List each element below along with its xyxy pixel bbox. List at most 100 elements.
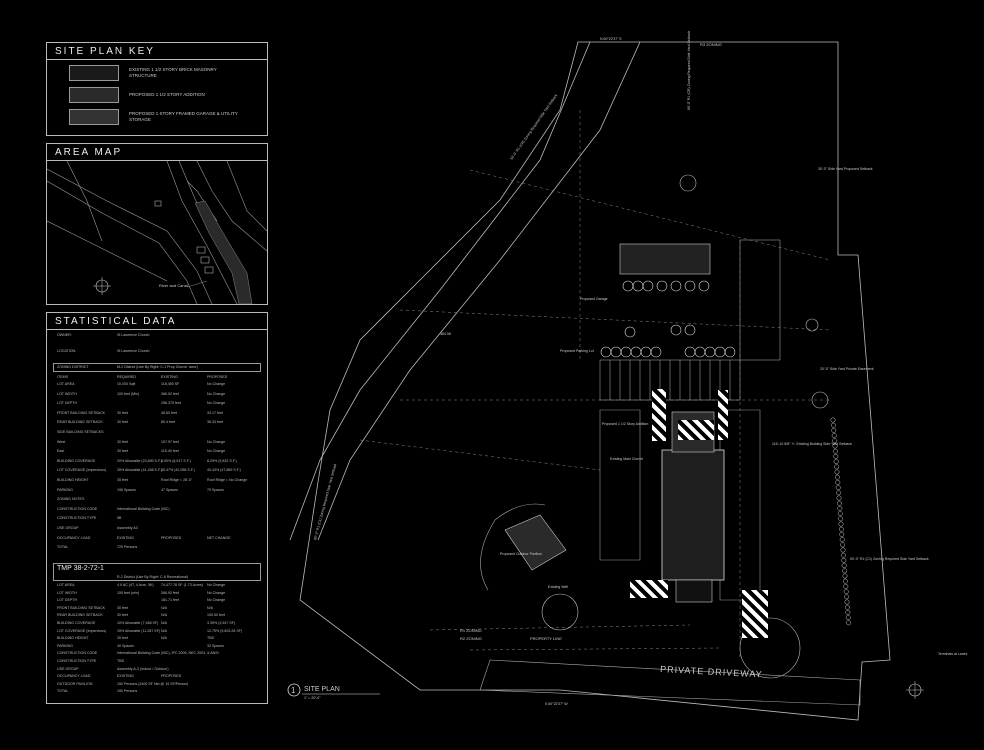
- dim-top-label: N 60°22'37" E: [600, 37, 622, 41]
- col-items: ITEMS: [57, 375, 68, 379]
- stat-cell-item: PARKING: [57, 643, 73, 648]
- outdoor-pavilion: [504, 514, 567, 571]
- shrub-icon: [838, 526, 844, 532]
- stat-cell-req: 35 feet: [117, 478, 128, 482]
- shrub-icon: [834, 469, 840, 475]
- note-addition: Proposed 1 1/2 Story Addition: [602, 422, 648, 426]
- stat-cell-item: LOT WIDTH: [57, 590, 77, 595]
- tree-icon: [670, 280, 682, 292]
- shrub-icon: [835, 479, 841, 485]
- shrub-icon: [831, 433, 837, 439]
- parking-lot-east: [739, 239, 781, 361]
- key-label-garage: PROPOSED 1 STORY FRAMED GARAGE & UTILITY…: [129, 111, 238, 122]
- shrub-icon: [833, 453, 839, 459]
- setback-line-3: [359, 439, 601, 471]
- stat-cell-ex: 46.60 feet: [161, 410, 177, 415]
- site-plan-key-title: SITE PLAN KEY: [47, 43, 267, 60]
- tmp-box: [53, 563, 261, 581]
- r3-zoning-label: R3 ZONING: [700, 42, 722, 47]
- tree-icon: [610, 346, 622, 358]
- stat-cell-req: 15% Allowable (11,287 SF): [117, 628, 161, 633]
- stat-cell-ex: N/A: [161, 636, 167, 641]
- key-label-addition: PROPOSED 1 1/2 STORY ADDITION: [129, 92, 205, 97]
- site-plan-key-panel: SITE PLAN KEY EXISTING 1 1/2 STORY BRICK…: [46, 42, 268, 136]
- tree-3: [805, 318, 819, 332]
- stat-cell-pr: 79 Spaces: [207, 487, 224, 492]
- stat-cell-ex: 89.4 feet: [161, 420, 175, 425]
- zoning-box: [53, 363, 261, 372]
- road-edge-1: [289, 41, 591, 541]
- shrub-icon: [840, 547, 846, 553]
- tree-icon: [684, 280, 696, 292]
- stat-cell-ex: 118,450 SF: [161, 382, 180, 386]
- stat-cell-item: USE GROUP: [57, 526, 79, 530]
- stat-cell-item: REAR BUILDING SETBACK: [57, 613, 103, 618]
- stat-cell-req: 100 feet (Min): [117, 391, 140, 396]
- shrub-icon: [830, 417, 836, 423]
- stat-cell-pr: TBD: [207, 636, 215, 641]
- tree-icon: [650, 346, 662, 358]
- shrub-icon: [831, 427, 837, 433]
- hatch-proposed-1: [652, 389, 666, 441]
- stat-cell-item: CONSTRUCTION TYPE: [57, 659, 97, 663]
- stat-cell-item: East: [57, 449, 65, 454]
- terminals-label: Terminals at Lanes: [938, 652, 968, 656]
- tree-icon: [624, 326, 636, 338]
- shrub-icon: [843, 583, 849, 589]
- stat-cell-item: LOT WIDTH: [57, 391, 77, 396]
- setback-label-b: 80'-0" R1 (CR) Zoning Required Side Yard…: [687, 31, 691, 110]
- tree-icon: [684, 346, 696, 358]
- private-driveway: [479, 659, 861, 706]
- area-map-title: AREA MAP: [47, 144, 267, 161]
- private-driveway-label: PRIVATE DRIVEWAY: [660, 664, 763, 679]
- tree-icon: [656, 280, 668, 292]
- dim-left-label: 384.36': [440, 332, 452, 336]
- stat-cell-item: CONSTRUCTION CODE: [57, 651, 98, 656]
- stat-cell-pr: No Change: [207, 439, 226, 444]
- note-parking: Proposed Parking Lot: [560, 349, 594, 353]
- north-arrow-icon: [906, 681, 924, 699]
- stat-cell-item: LOT COVERAGE (Impervious): [57, 628, 107, 633]
- stat-cell-pr: 36.33 feet: [207, 420, 223, 425]
- existing-hall: [619, 243, 711, 275]
- setback-label-f: 50'-0" R1 (C1) Zoning Required Side Yard…: [850, 557, 929, 561]
- stat-cell-item: BUILDING HEIGHT: [57, 478, 89, 482]
- tree-icon: [694, 346, 706, 358]
- area-map-river-label: River and Canal: [159, 283, 188, 288]
- shrub-icon: [837, 511, 843, 517]
- zoning-line-2: [469, 647, 721, 651]
- stat-cell-req: 40 Spaces: [117, 643, 134, 648]
- stat-cell-item: LOT DEPTH: [57, 401, 78, 406]
- stat-cell-req: 150 Persons (2400 SF Net @ 15 SF/Person): [117, 681, 189, 686]
- stat-cell-req: 35 feet: [117, 636, 128, 641]
- tree-row: [600, 280, 736, 358]
- stat-cell-item: SIDE BUILDING SETBACKS: [57, 430, 104, 434]
- stat-cell-pr: 3.39% (2,547 SF): [207, 621, 236, 625]
- stat-cell-ex: PROPOSED: [161, 535, 182, 540]
- zoning-value: M-2 District (Use By Right: C-1 Prop Chu…: [117, 365, 199, 369]
- site-plan-title: SITE PLAN: [304, 686, 340, 693]
- hatch-proposed-3: [630, 580, 668, 598]
- statistical-data-title: STATISTICAL DATA: [47, 313, 267, 330]
- stat-cell-ex: 157.97 feet: [161, 439, 179, 444]
- site-plan-number: 1: [291, 686, 296, 695]
- tmp-label: TMP 38-2-72-1: [57, 565, 104, 572]
- r2-zoning-label: R2 ZONING: [460, 636, 482, 641]
- road-edge-2: [317, 41, 641, 541]
- key-item-existing: EXISTING 1 1/2 STORY BRICK MASONRY STRUC…: [69, 65, 239, 81]
- turnaround-circle: [739, 617, 801, 679]
- tree-icon: [670, 324, 682, 336]
- stat-cell-req: 725 Persons: [117, 545, 138, 550]
- note-building: Existing Main Church: [610, 457, 643, 461]
- stat-cell-pr: No Change: [207, 391, 226, 396]
- shrub-icon: [837, 505, 843, 511]
- col-existing: EXISTING: [161, 375, 178, 379]
- note-well: Existing Well: [548, 585, 568, 589]
- shrub-icon: [842, 573, 848, 579]
- shrub-icon: [834, 474, 840, 480]
- stat-cell-ex: Roof Ridge = 28'-0": [161, 478, 193, 482]
- stat-cell-ex: PROPOSED: [161, 674, 182, 679]
- stat-cell-item: LOT COVERAGE (Impervious): [57, 468, 107, 473]
- key-swatch-existing: [69, 65, 119, 81]
